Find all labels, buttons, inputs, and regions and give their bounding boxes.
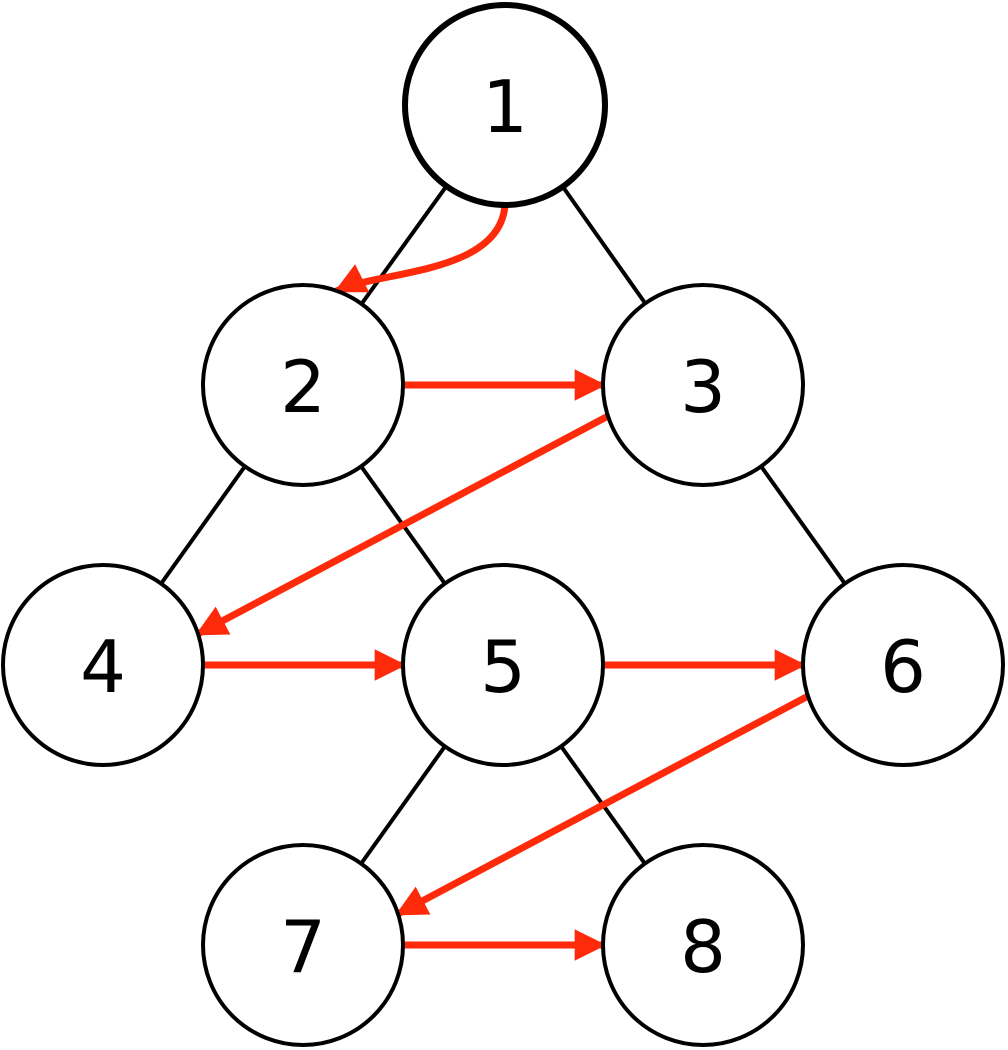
traversal-arrow-6-7	[394, 692, 812, 918]
tree-edge-3-6	[759, 464, 847, 586]
tree-edge-1-2	[359, 184, 449, 306]
node-circle-7	[201, 843, 405, 1047]
node-circle-5	[401, 563, 605, 767]
traversal-arrow-1-2	[333, 201, 509, 295]
node-label-7: 7	[280, 905, 326, 989]
node-label-8: 8	[680, 905, 726, 989]
node-6: 6	[801, 563, 1005, 767]
traversal-arrow-3-4	[194, 412, 612, 638]
tree-edges	[159, 184, 847, 866]
node-2: 2	[201, 283, 405, 487]
node-label-3: 3	[680, 345, 726, 429]
node-4: 4	[1, 563, 205, 767]
node-label-1: 1	[482, 65, 528, 149]
node-circle-1	[402, 2, 608, 208]
node-3: 3	[601, 283, 805, 487]
node-8: 8	[601, 843, 805, 1047]
node-label-4: 4	[80, 625, 126, 709]
tree-edge-5-7	[359, 744, 447, 866]
node-circle-6	[801, 563, 1005, 767]
tree-edge-1-3	[560, 184, 648, 306]
node-circle-3	[601, 283, 805, 487]
node-5: 5	[401, 563, 605, 767]
node-label-5: 5	[480, 625, 526, 709]
node-circle-8	[601, 843, 805, 1047]
node-7: 7	[201, 843, 405, 1047]
node-label-6: 6	[880, 625, 926, 709]
tree-edge-2-4	[159, 464, 247, 586]
node-circle-4	[1, 563, 205, 767]
node-label-2: 2	[280, 345, 326, 429]
traversal-arrows	[194, 201, 812, 961]
node-circle-2	[201, 283, 405, 487]
node-1: 1	[402, 2, 608, 208]
